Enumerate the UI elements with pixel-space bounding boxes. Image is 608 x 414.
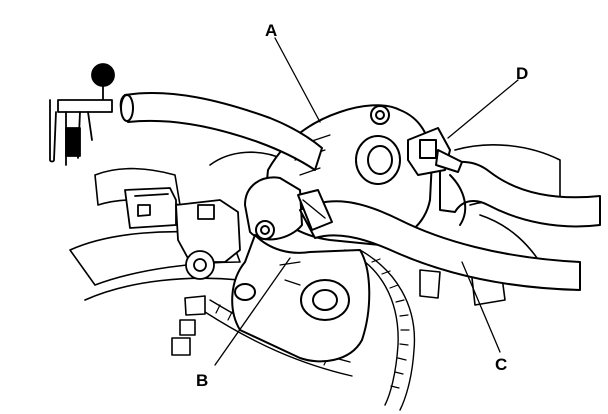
sensor-connector xyxy=(124,187,241,280)
leader-b xyxy=(214,257,291,366)
upper-right-hose xyxy=(439,161,601,228)
leader-a xyxy=(274,37,321,123)
upper-hose xyxy=(119,92,323,171)
callout-a-label: A xyxy=(265,21,277,40)
callout-b-label: B xyxy=(196,371,208,390)
lower-housing xyxy=(231,234,371,363)
callout-d-label: D xyxy=(516,64,528,83)
sensor-plug xyxy=(407,127,463,176)
tool-fitting xyxy=(49,63,115,166)
callout-c-label: C xyxy=(495,355,507,374)
leader-c xyxy=(461,261,501,353)
bypass-hose xyxy=(297,189,581,291)
leader-lines xyxy=(214,37,519,366)
leader-d xyxy=(447,79,519,139)
